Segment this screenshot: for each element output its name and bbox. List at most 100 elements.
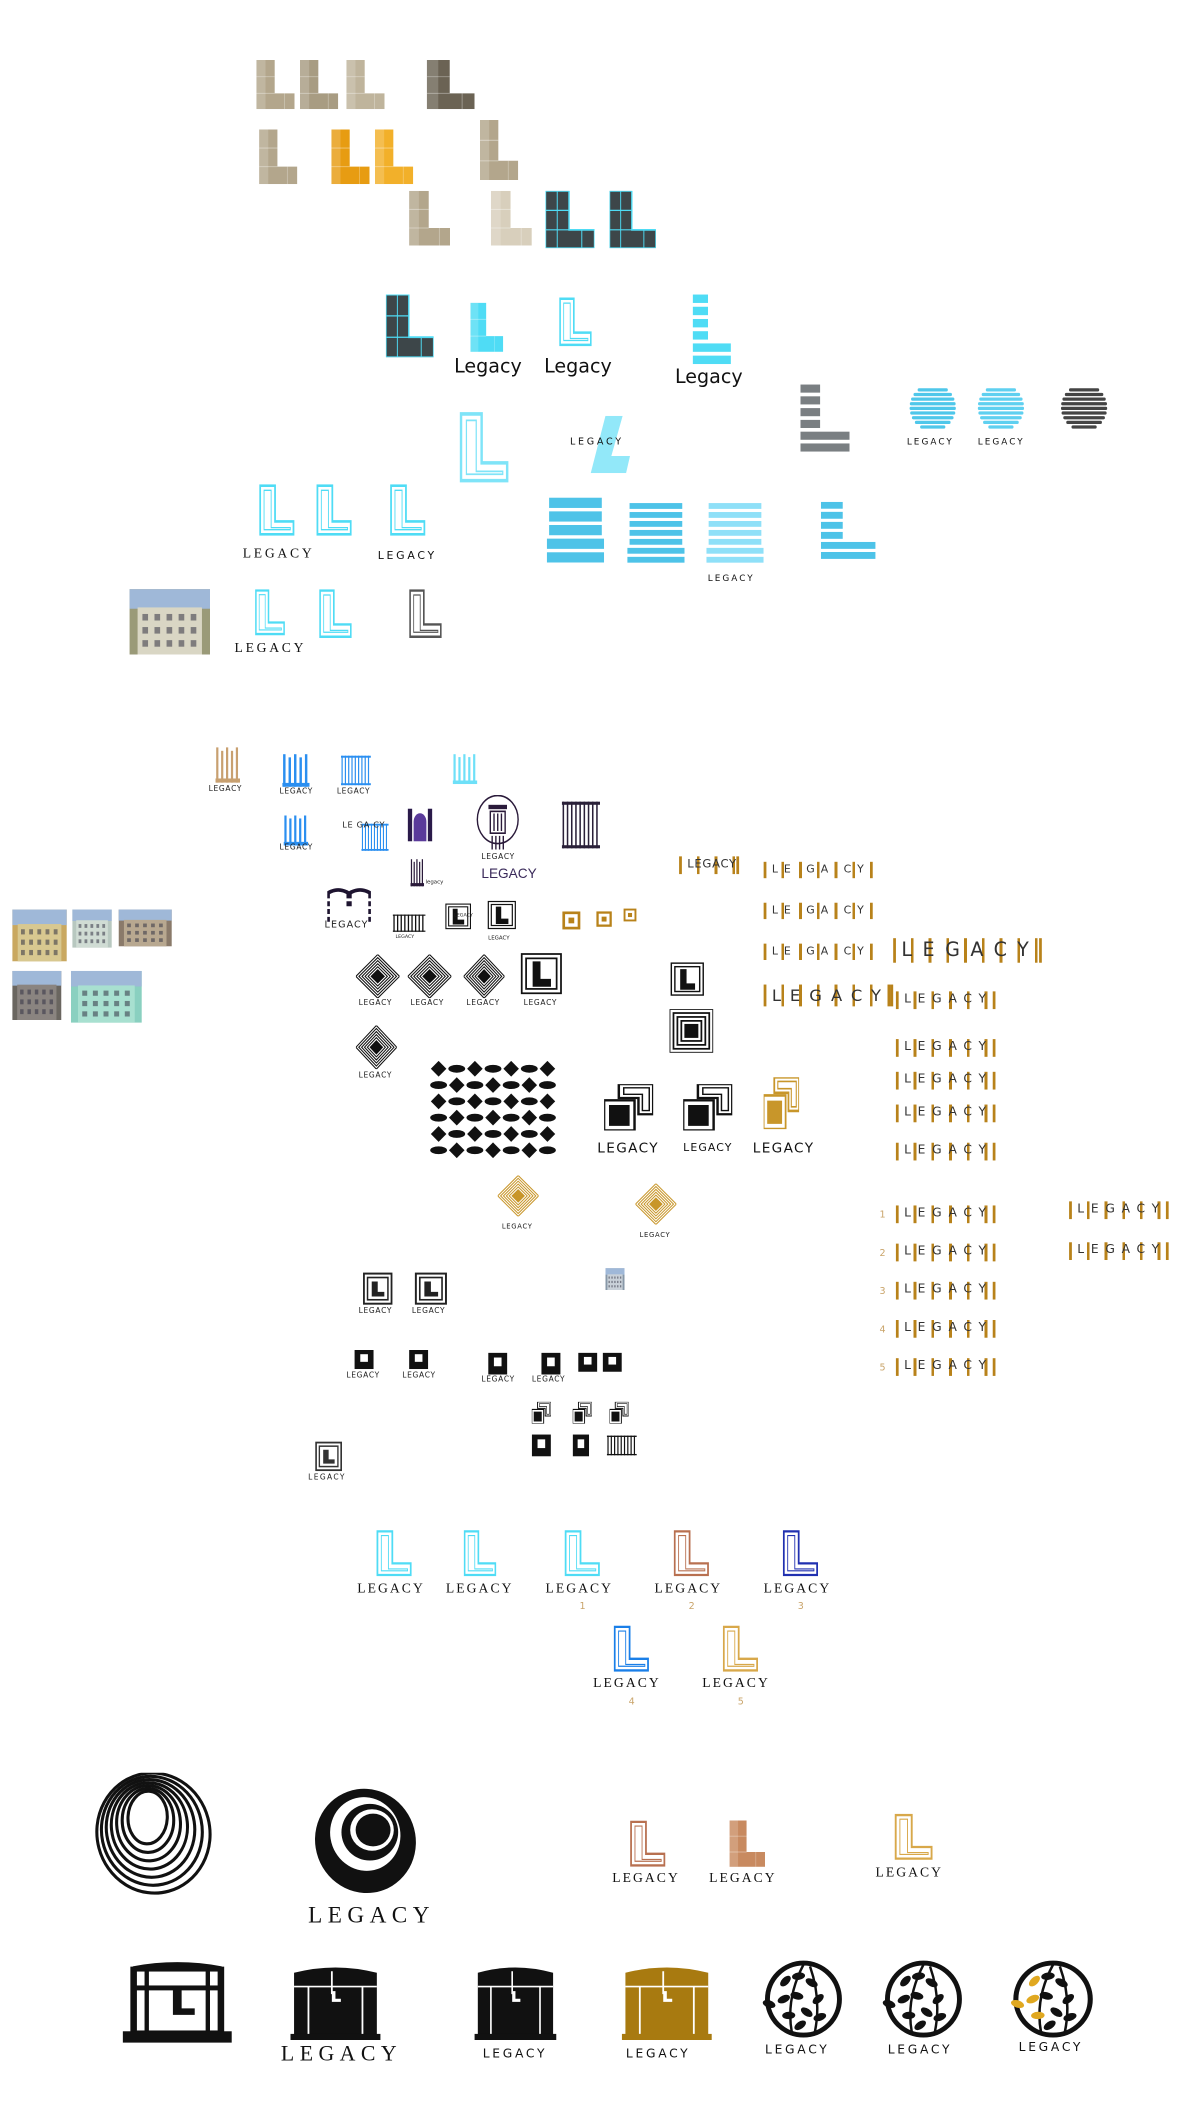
block-logo-icon (578, 1352, 598, 1372)
variant-number: 4 (628, 1696, 635, 1708)
l-outline-logo-icon (463, 1530, 497, 1577)
column-l-icon (452, 754, 478, 785)
leaf-circle-icon (1009, 1958, 1094, 2040)
l-outline-logo-icon (894, 1813, 933, 1860)
column-l-icon (283, 815, 309, 846)
italic-l-icon (581, 415, 631, 474)
logo-wordmark: LEGACY (906, 436, 954, 448)
block-logo-icon (531, 1434, 551, 1457)
column-wordmark: LEGACY (895, 1358, 996, 1376)
small-square-icon (596, 911, 612, 927)
stacked-bars-icon (706, 502, 764, 565)
logo-wordmark: LEGACY (358, 1071, 393, 1081)
column-gate-icon (606, 1435, 637, 1457)
interlocking-squares-icon (609, 1401, 629, 1424)
row-number: 5 (879, 1362, 886, 1374)
arch-icon (407, 808, 433, 842)
logo-wordmark: LEGACY (308, 1474, 346, 1483)
logo-wordmark: LEGACY (639, 1231, 671, 1240)
l-outline-logo-icon (613, 1625, 649, 1672)
column-wordmark: LEGACY (893, 938, 1042, 963)
diamond-logo-icon (635, 1183, 677, 1225)
logo-wordmark: LEGACY (358, 999, 393, 1008)
logo-wordmark: LEGACY (208, 785, 243, 794)
l-outline-logo-icon (316, 484, 352, 536)
cube-l-icon (426, 60, 475, 110)
column-wordmark: LEGACY (895, 991, 996, 1010)
tree-ring-solid-icon (311, 1786, 420, 1895)
logo-wordmark: LEGACY (545, 1581, 614, 1597)
logo-wordmark: LEGACY (410, 999, 444, 1008)
logo-wordmark: LEGACY (346, 1371, 380, 1381)
row-number: 2 (879, 1247, 886, 1259)
leaf-circle-icon (881, 1958, 963, 2040)
l-outline-logo-icon (259, 484, 295, 536)
diamond-logo-icon (463, 954, 505, 999)
logo-wordmark: LEGACY (402, 1371, 436, 1381)
l-outline-logo-icon (722, 1625, 759, 1672)
l-bars-icon (692, 294, 731, 371)
chest-icon (474, 1964, 557, 2041)
logo-wordmark: Legacy (675, 366, 743, 389)
column-wordmark: LEGACY (895, 1104, 996, 1123)
labyrinth-l-icon (315, 1441, 343, 1472)
column-wordmark: LEGACY (895, 1142, 996, 1161)
chest-icon (290, 1964, 381, 2041)
building-photo (12, 909, 67, 962)
column-wordmark: LEGACY (763, 984, 893, 1007)
interlocking-squares-icon (763, 1077, 800, 1130)
logo-wordmark: LEGACY (683, 1141, 733, 1154)
diamond-logo-icon (355, 954, 400, 999)
column-wordmark: LEGACY (895, 1205, 996, 1224)
diamond-logo-icon (407, 954, 452, 999)
column-gate-icon (392, 914, 426, 933)
stacked-bars-icon (627, 502, 685, 565)
column-wordmark: LE GA CY (763, 861, 873, 879)
logo-wordmark: LEGACY (612, 1870, 680, 1886)
interlocking-squares-icon (531, 1401, 551, 1424)
column-l-icon (215, 747, 241, 783)
column-wordmark: LEGACY (895, 1071, 996, 1090)
logo-wordmark: LEGACY (597, 1141, 659, 1157)
striped-sphere-icon (1060, 385, 1108, 431)
logo-wordmark: LEGACY (279, 788, 314, 797)
logo-wordmark: LEGACY (234, 640, 307, 656)
l-block-logo-icon (375, 129, 414, 185)
column-wordmark: LE GA CY (763, 943, 873, 961)
logo-wordmark: LEGACY (324, 919, 369, 931)
logo-wordmark: LEGACY (481, 1375, 515, 1385)
logo-wordmark: LEGACY (481, 853, 515, 862)
l-block-logo-icon (729, 1820, 766, 1867)
logo-wordmark: LEGACY (702, 1675, 770, 1691)
logo-wordmark: LEGACY (357, 1581, 425, 1597)
l-outline-logo-icon (390, 484, 426, 536)
logo-wordmark: LEGACY (765, 2044, 830, 2058)
small-square-icon (562, 911, 581, 930)
building-photo (72, 909, 112, 948)
labyrinth-l-icon (363, 1272, 393, 1305)
block-logo-icon (602, 1352, 622, 1372)
logo-wordmark: LEGACY (482, 2048, 548, 2062)
square-l-icon (445, 903, 472, 930)
logo-wordmark: LEGACY (411, 1307, 446, 1316)
logo-wordmark: LEGACY (445, 1581, 514, 1597)
logo-wordmark: LEGACY (570, 436, 624, 448)
logo-wordmark: LEGACY (358, 1307, 393, 1316)
concentric-square-icon (669, 1009, 714, 1053)
variant-number: 5 (737, 1696, 744, 1708)
logo-wordmark: LE GA CY (342, 820, 386, 831)
logo-wordmark: Legacy (454, 355, 522, 378)
block-logo-icon (354, 1350, 374, 1370)
column-gate-icon (340, 754, 371, 787)
column-gate-icon (361, 822, 389, 852)
row-number: 1 (879, 1209, 886, 1221)
block-logo-icon (488, 1352, 508, 1375)
chest-icon (621, 1964, 712, 2041)
l-outline-logo-icon (564, 1530, 600, 1577)
l-bars-icon (820, 501, 876, 565)
l-block-logo-icon (409, 190, 451, 246)
l-outline-logo-icon (782, 1530, 819, 1577)
small-square-icon (623, 908, 637, 922)
logo-wordmark: LEGACY (1018, 2041, 1084, 2056)
stacked-bars-icon (546, 496, 605, 564)
